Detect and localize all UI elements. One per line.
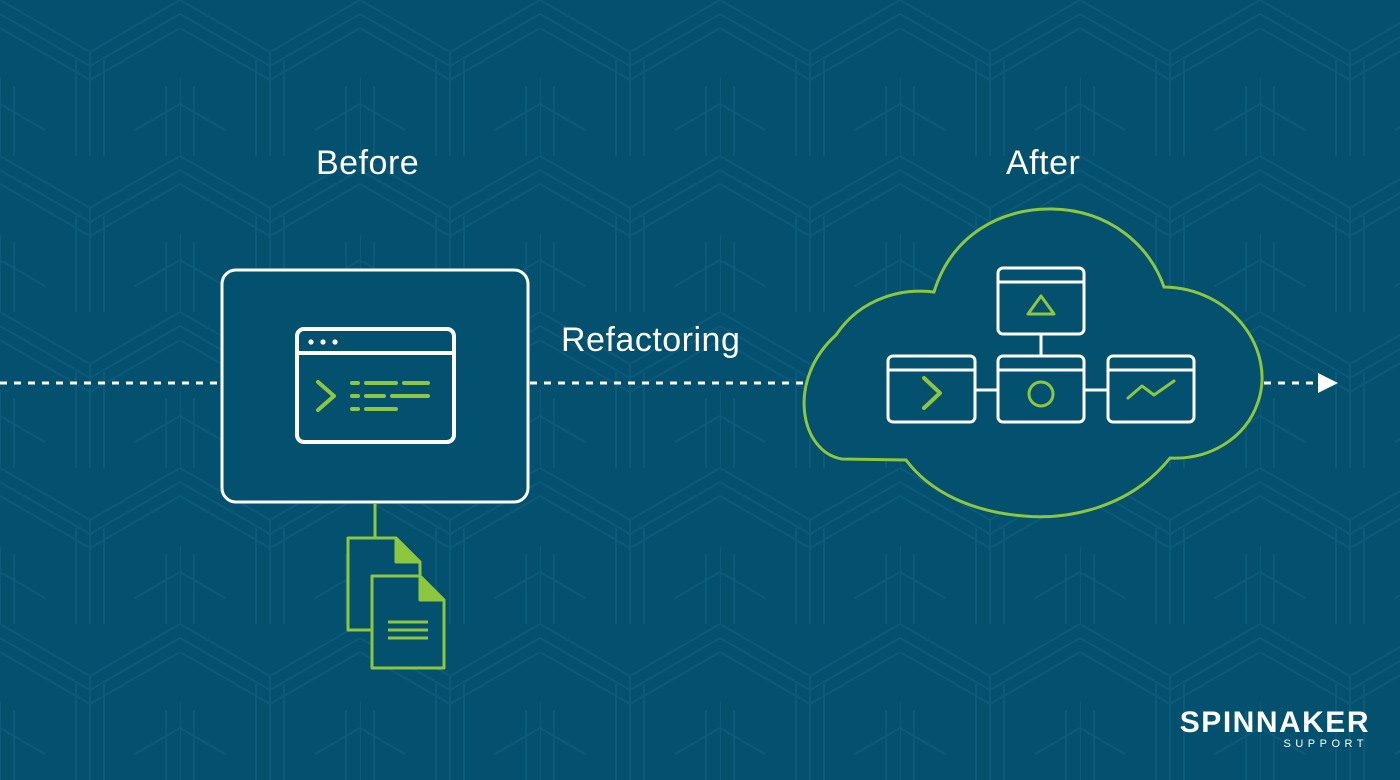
service-connectors — [975, 334, 1108, 392]
chart-service-icon — [1106, 354, 1196, 424]
spinnaker-support-logo: SPINNAKER SUPPORT — [1150, 708, 1370, 756]
legacy-application-box — [220, 268, 530, 504]
document-stack-icon — [346, 536, 446, 670]
process-label: Refactoring — [561, 321, 741, 359]
logo-name: SPINNAKER — [1179, 706, 1370, 739]
triangle-service-icon — [996, 266, 1086, 336]
circle-service-icon — [996, 354, 1086, 424]
before-label: Before — [316, 144, 420, 182]
terminal-window-icon — [295, 327, 456, 444]
prompt-service-icon — [886, 354, 977, 424]
arrow-head-icon — [1318, 373, 1338, 393]
logo-subtitle: SUPPORT — [1283, 738, 1368, 750]
after-label: After — [1006, 144, 1081, 182]
